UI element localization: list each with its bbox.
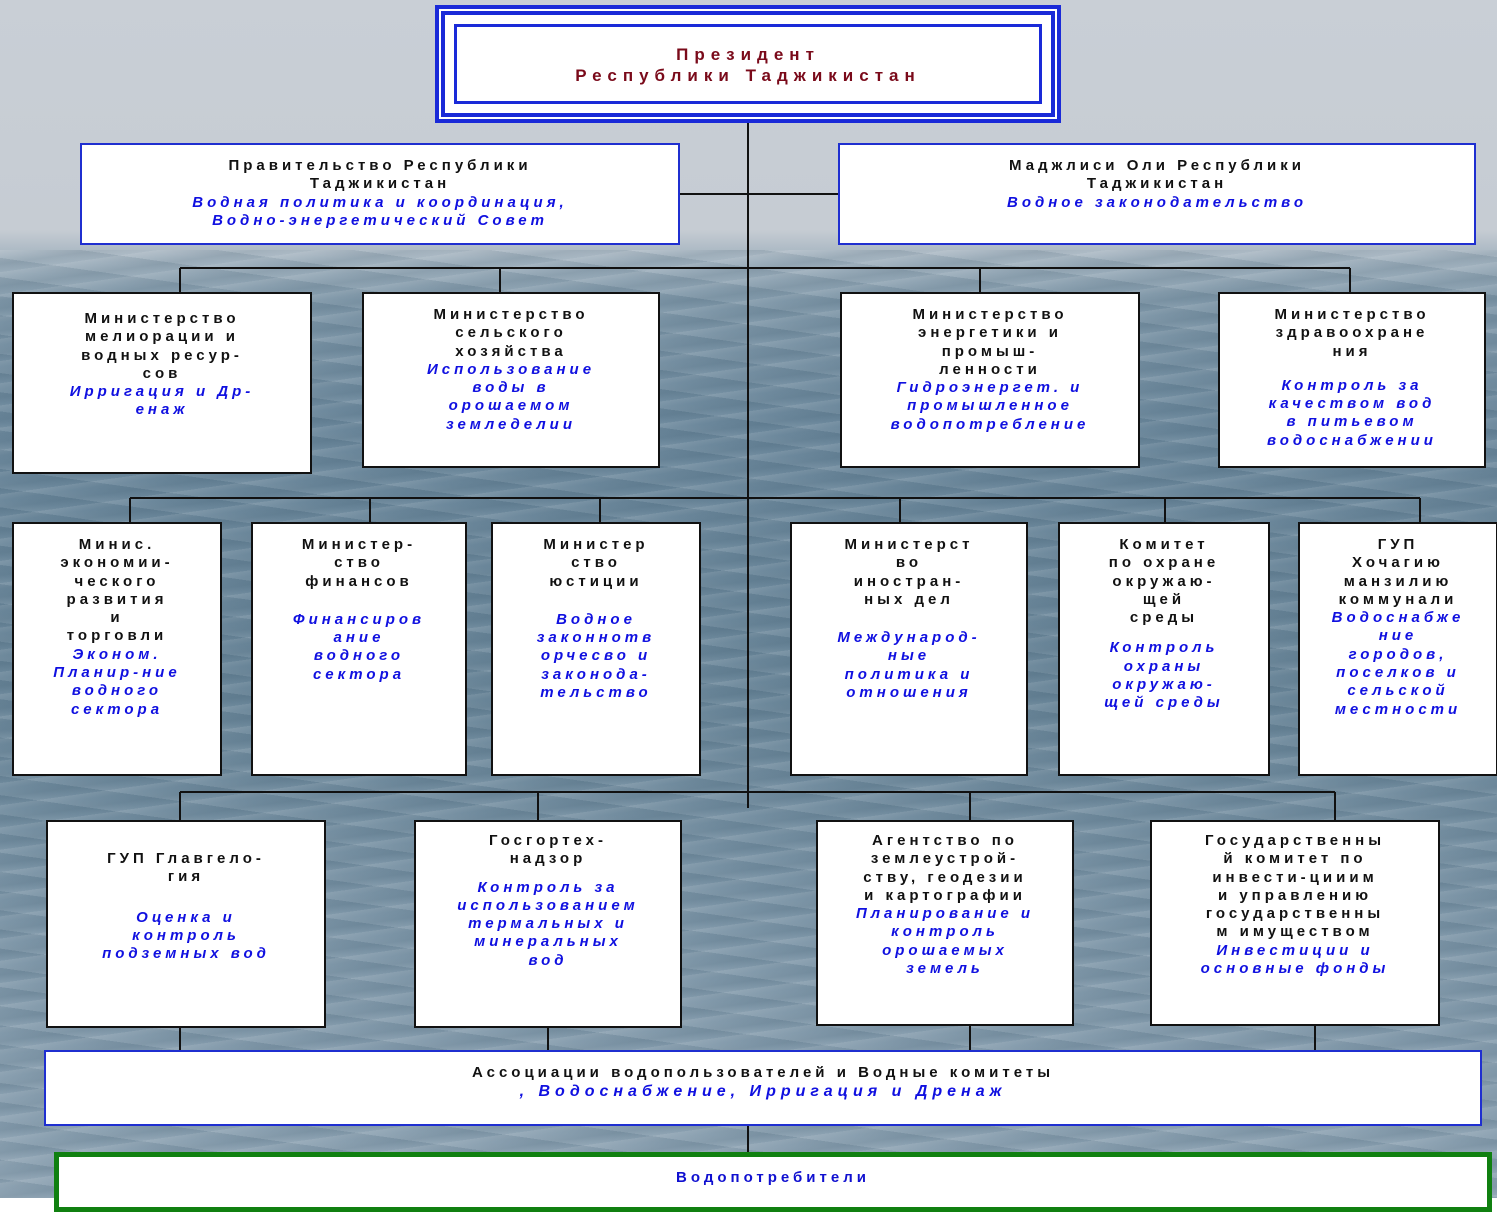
ministry-health-box: Министерство здравоохране ния Контроль з… — [1218, 292, 1486, 468]
parliament-desc: Водное законодательство — [1006, 193, 1308, 211]
ministry-foreign-title: Министерст во иностран- ных дел — [844, 536, 974, 608]
government-box: Правительство Республики Таджикистан Вод… — [80, 143, 680, 245]
ministry-agriculture-desc: Использование воды в орошаемом земледели… — [426, 360, 596, 433]
gup-communal-title: ГУП Хочагию манзилию коммунали — [1338, 536, 1458, 608]
gup-communal-box: ГУП Хочагию манзилию коммунали Водоснабж… — [1298, 522, 1497, 776]
ministry-foreign-desc: Международ- ные политика и отношения — [837, 629, 981, 702]
ministry-energy-box: Министерство энергетики и промыш- леннос… — [840, 292, 1140, 468]
state-property-committee-box: Государственны й комитет по инвести-циии… — [1150, 820, 1440, 1026]
ministry-melioration-box: Министерство мелиорации и водных ресур- … — [12, 292, 312, 474]
ministry-melioration-title: Министерство мелиорации и водных ресур- … — [81, 310, 243, 382]
ministry-justice-title: Министер ство юстиции — [543, 536, 649, 590]
gup-geology-desc: Оценка и контроль подземных вод — [102, 908, 270, 963]
land-agency-title: Агентство по землеустрой- ству, геодезии… — [863, 832, 1027, 904]
environment-committee-title: Комитет по охране окружаю- щей среды — [1108, 536, 1220, 627]
ministry-finance-desc: Финансиров ание водного сектора — [292, 610, 426, 683]
ministry-energy-desc: Гидроэнергет. и промышленное водопотребл… — [890, 379, 1090, 433]
government-desc: Водная политика и координация, Водно-эне… — [192, 193, 568, 229]
gup-communal-desc: Водоснабже ние городов, поселков и сельс… — [1331, 609, 1465, 718]
land-agency-desc: Планирование и контроль орошаемых земель — [855, 905, 1035, 978]
ministry-health-title: Министерство здравоохране ния — [1274, 306, 1430, 360]
government-title: Правительство Республики Таджикистан — [228, 157, 532, 193]
ministry-economy-box: Минис. экономии- ческого развития и торг… — [12, 522, 222, 776]
consumers-title: Водопотребители — [676, 1169, 870, 1186]
state-property-committee-title: Государственны й комитет по инвести-циии… — [1204, 832, 1386, 941]
ministry-finance-title: Министер- ство финансов — [301, 536, 417, 590]
gosgortekhnadzor-box: Госгортех- надзор Контроль за использова… — [414, 820, 682, 1028]
associations-desc: , Водоснабжение, Ирригация и Дренаж — [519, 1083, 1007, 1101]
ministry-justice-box: Министер ство юстиции Водное законнотв о… — [491, 522, 701, 776]
parliament-box: Маджлиси Оли Республики Таджикистан Водн… — [838, 143, 1476, 245]
environment-committee-box: Комитет по охране окружаю- щей среды Кон… — [1058, 522, 1270, 776]
president-box: Президент Республики Таджикистан — [438, 8, 1058, 120]
ministry-foreign-box: Министерст во иностран- ных дел Междунар… — [790, 522, 1028, 776]
associations-box: Ассоциации водопользователей и Водные ко… — [44, 1050, 1482, 1126]
ministry-economy-title: Минис. экономии- ческого развития и торг… — [60, 536, 174, 645]
gosgortekhnadzor-desc: Контроль за использованием термальных и … — [457, 878, 639, 969]
parliament-title: Маджлиси Оли Республики Таджикистан — [1009, 157, 1305, 193]
ministry-agriculture-box: Министерство сельского хозяйства Использ… — [362, 292, 660, 468]
ministry-energy-title: Министерство энергетики и промыш- леннос… — [912, 306, 1068, 378]
ministry-finance-box: Министер- ство финансов Финансиров ание … — [251, 522, 467, 776]
gup-geology-box: ГУП Главгело- гия Оценка и контроль подз… — [46, 820, 326, 1028]
associations-title: Ассоциации водопользователей и Водные ко… — [471, 1064, 1055, 1081]
consumers-box: Водопотребители — [54, 1152, 1492, 1212]
gup-geology-title: ГУП Главгело- гия — [107, 850, 265, 886]
state-property-committee-desc: Инвестиции и основные фонды — [1200, 941, 1390, 978]
gosgortekhnadzor-title: Госгортех- надзор — [488, 832, 608, 868]
environment-committee-desc: Контроль охраны окружаю- щей среды — [1104, 639, 1224, 712]
ministry-melioration-desc: Ирригация и Др- енаж — [69, 383, 255, 419]
ministry-justice-desc: Водное законнотв орчесво и законода- тел… — [536, 610, 656, 702]
ministry-health-desc: Контроль за качеством вод в питьевом вод… — [1267, 376, 1437, 449]
land-agency-box: Агентство по землеустрой- ству, геодезии… — [816, 820, 1074, 1026]
president-title: Президент Республики Таджикистан — [575, 45, 921, 85]
ministry-economy-desc: Эконом. Планир-ние водного сектора — [53, 645, 181, 718]
ministry-agriculture-title: Министерство сельского хозяйства — [433, 306, 589, 360]
